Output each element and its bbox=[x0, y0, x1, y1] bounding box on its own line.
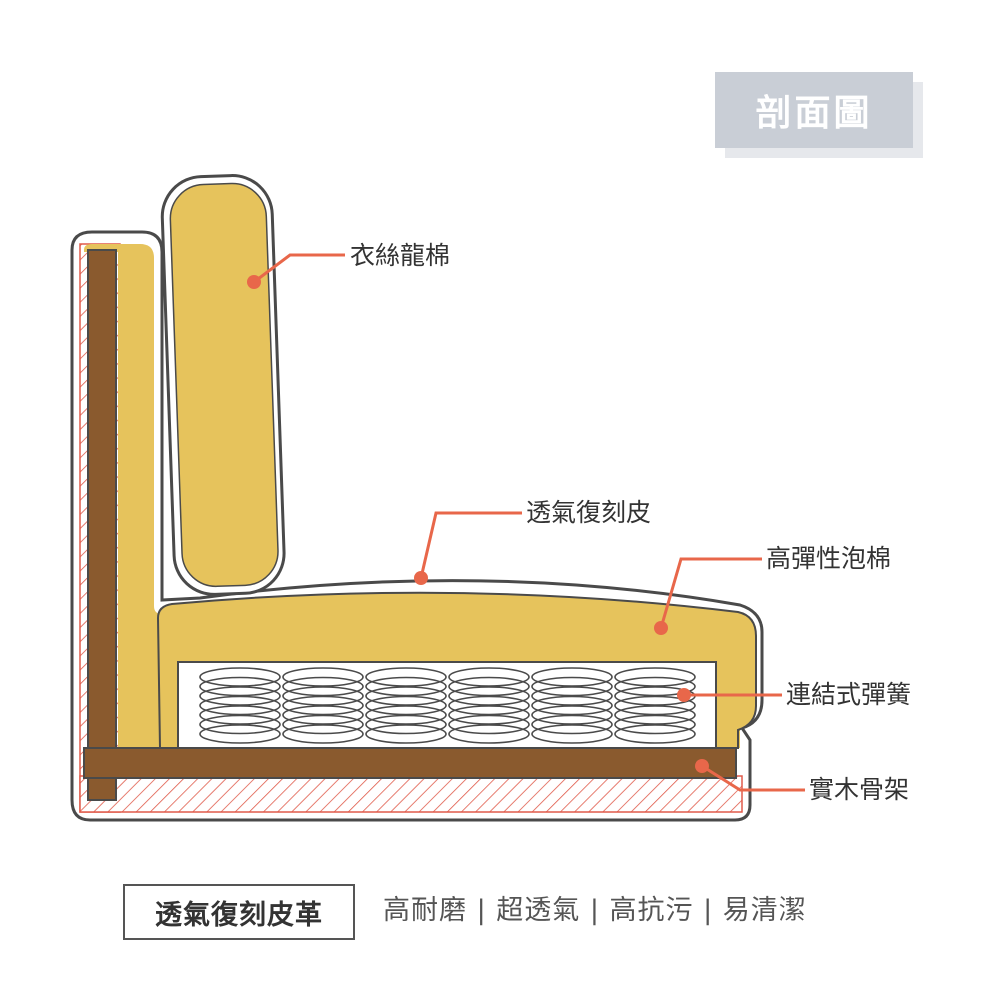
spring-ring bbox=[282, 667, 364, 687]
hatch-base-strip bbox=[79, 775, 743, 813]
spring-ring bbox=[365, 714, 447, 735]
spring-ring bbox=[531, 705, 613, 725]
dot-frame bbox=[695, 759, 709, 773]
spring-ring bbox=[199, 686, 281, 706]
spring-ring bbox=[614, 676, 696, 697]
leader-foam bbox=[659, 557, 762, 629]
spring-ring bbox=[282, 724, 364, 744]
spring-ring bbox=[365, 667, 447, 687]
label-frame: 實木骨架 bbox=[809, 775, 910, 804]
spring-ring bbox=[199, 695, 281, 716]
spring-ring bbox=[531, 714, 613, 735]
leader-frame bbox=[701, 764, 805, 792]
spring-group bbox=[199, 667, 696, 744]
spring-ring bbox=[282, 686, 364, 706]
spring-ring bbox=[448, 686, 530, 706]
spring-ring bbox=[282, 676, 364, 697]
spring-ring bbox=[531, 695, 613, 716]
dot-springs bbox=[677, 688, 691, 702]
spring-ring bbox=[199, 724, 281, 744]
spring-ring bbox=[365, 686, 447, 706]
spring-ring bbox=[199, 714, 281, 735]
spring-ring bbox=[614, 724, 696, 744]
spring-coil bbox=[365, 667, 447, 744]
spring-ring bbox=[365, 676, 447, 697]
spring-coil bbox=[531, 667, 613, 744]
spring-coil bbox=[448, 667, 530, 744]
spring-ring bbox=[365, 705, 447, 725]
page-title: 剖面圖 bbox=[715, 72, 913, 148]
spring-ring bbox=[614, 667, 696, 687]
spring-ring bbox=[531, 724, 613, 744]
footer-material: 透氣復刻皮革 bbox=[123, 884, 355, 940]
spring-ring bbox=[282, 705, 364, 725]
spring-ring bbox=[282, 714, 364, 735]
leader-fiber-cotton bbox=[253, 253, 345, 284]
spring-ring bbox=[614, 695, 696, 716]
dot-fiber-cotton bbox=[247, 275, 261, 289]
leader-breathable-leather bbox=[419, 511, 522, 579]
spring-ring bbox=[365, 695, 447, 716]
spring-ring bbox=[448, 667, 530, 687]
label-breathable-leather: 透氣復刻皮 bbox=[526, 498, 652, 527]
wood-frame-horizontal bbox=[83, 747, 737, 779]
spring-ring bbox=[448, 676, 530, 697]
spring-ring bbox=[531, 667, 613, 687]
spring-ring bbox=[448, 724, 530, 744]
spring-ring bbox=[448, 695, 530, 716]
leader-dots bbox=[247, 275, 709, 773]
footer-features: 高耐磨 | 超透氣 | 高抗污 | 易清潔 bbox=[383, 895, 807, 926]
dot-foam bbox=[654, 621, 668, 635]
spring-ring bbox=[448, 714, 530, 735]
spring-ring bbox=[614, 705, 696, 725]
back-cushion bbox=[160, 174, 286, 596]
label-foam: 高彈性泡棉 bbox=[766, 544, 892, 573]
spring-coil bbox=[614, 667, 696, 744]
spring-ring bbox=[614, 714, 696, 735]
dot-breathable-leather bbox=[414, 571, 428, 585]
spring-ring bbox=[199, 705, 281, 725]
spring-ring bbox=[282, 695, 364, 716]
spring-ring bbox=[199, 667, 281, 687]
label-springs: 連結式彈簧 bbox=[786, 680, 912, 709]
spring-coil bbox=[199, 667, 281, 744]
label-fiber-cotton: 衣絲龍棉 bbox=[350, 241, 451, 270]
leader-lines bbox=[253, 253, 805, 792]
spring-compartment bbox=[177, 661, 717, 749]
spring-ring bbox=[531, 686, 613, 706]
spring-coil bbox=[282, 667, 364, 744]
wood-frame-vertical bbox=[87, 249, 117, 801]
spring-ring bbox=[448, 705, 530, 725]
spring-ring bbox=[531, 676, 613, 697]
title-badge: 剖面圖 bbox=[715, 72, 923, 158]
spring-ring bbox=[199, 676, 281, 697]
spring-ring bbox=[365, 724, 447, 744]
